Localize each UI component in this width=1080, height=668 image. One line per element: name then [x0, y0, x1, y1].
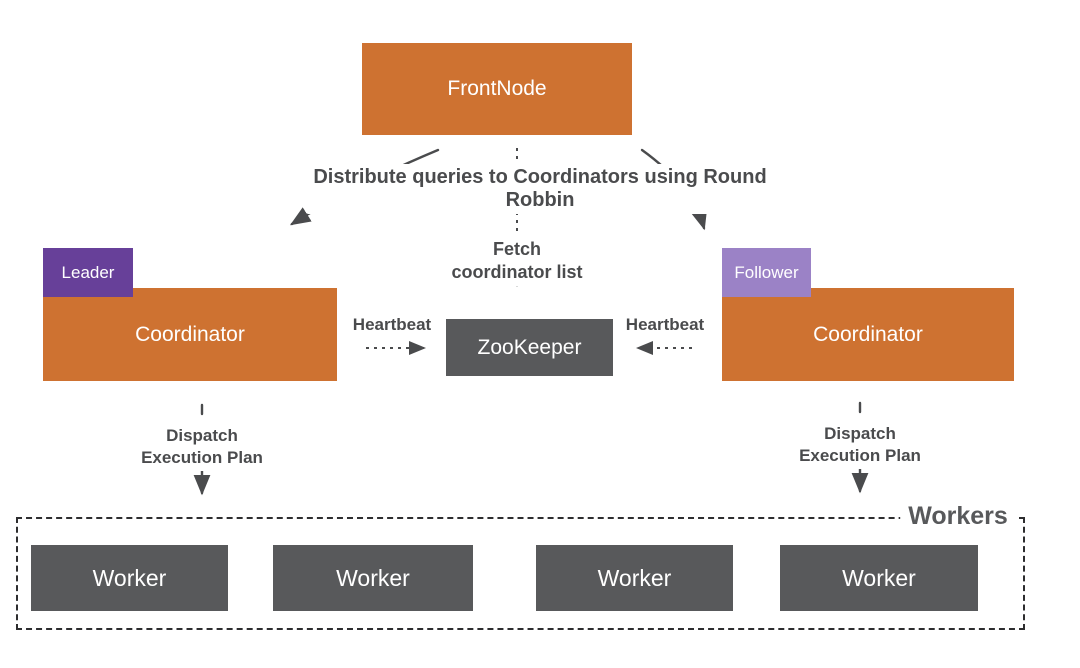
zookeeper-box: ZooKeeper: [446, 319, 613, 376]
leader-badge: Leader: [43, 248, 133, 297]
worker-4-label: Worker: [842, 564, 916, 591]
worker-box-1: Worker: [31, 545, 228, 611]
dispatch-left-line-1: Dispatch: [166, 426, 238, 445]
follower-badge: Follower: [722, 248, 811, 297]
frontnode-label: FrontNode: [447, 77, 547, 100]
dispatch-execution-plan-right-label: Dispatch Execution Plan: [793, 421, 927, 469]
worker-2-label: Worker: [336, 564, 410, 591]
dispatch-right-line-2: Execution Plan: [799, 446, 921, 465]
worker-box-2: Worker: [273, 545, 473, 611]
zookeeper-label: ZooKeeper: [477, 335, 582, 359]
dispatch-left-line-2: Execution Plan: [141, 448, 263, 467]
follower-badge-label: Follower: [734, 262, 799, 282]
fetch-coordinator-list-label: Fetch coordinator list: [445, 236, 589, 286]
fetch-line-2: coordinator list: [451, 262, 583, 282]
coordinator-left-box: Coordinator: [43, 288, 337, 381]
coordinator-right-box: Coordinator: [722, 288, 1014, 381]
heartbeat-right-label: Heartbeat: [619, 313, 711, 337]
distribute-queries-line-1: Distribute queries to Coordinators using…: [313, 166, 767, 188]
leader-badge-label: Leader: [61, 262, 115, 282]
worker-box-4: Worker: [780, 545, 978, 611]
coordinator-right-label: Coordinator: [813, 322, 923, 346]
distribute-queries-line-2: Robbin: [505, 189, 575, 211]
worker-3-label: Worker: [597, 564, 672, 591]
heartbeat-right-text: Heartbeat: [625, 315, 705, 334]
workers-group-label: Workers: [900, 502, 1016, 531]
worker-box-3: Worker: [536, 545, 733, 611]
fetch-line-1: Fetch: [492, 239, 542, 259]
workers-group-box: [16, 517, 1025, 630]
distribute-queries-label: Distribute queries to Coordinators using…: [307, 164, 773, 214]
frontnode-box: FrontNode: [362, 43, 632, 135]
heartbeat-left-text: Heartbeat: [352, 315, 432, 334]
dispatch-execution-plan-left-label: Dispatch Execution Plan: [135, 423, 269, 471]
worker-1-label: Worker: [92, 564, 167, 591]
coordinator-left-label: Coordinator: [135, 322, 245, 346]
dispatch-right-line-1: Dispatch: [824, 424, 896, 443]
heartbeat-left-label: Heartbeat: [346, 313, 438, 337]
